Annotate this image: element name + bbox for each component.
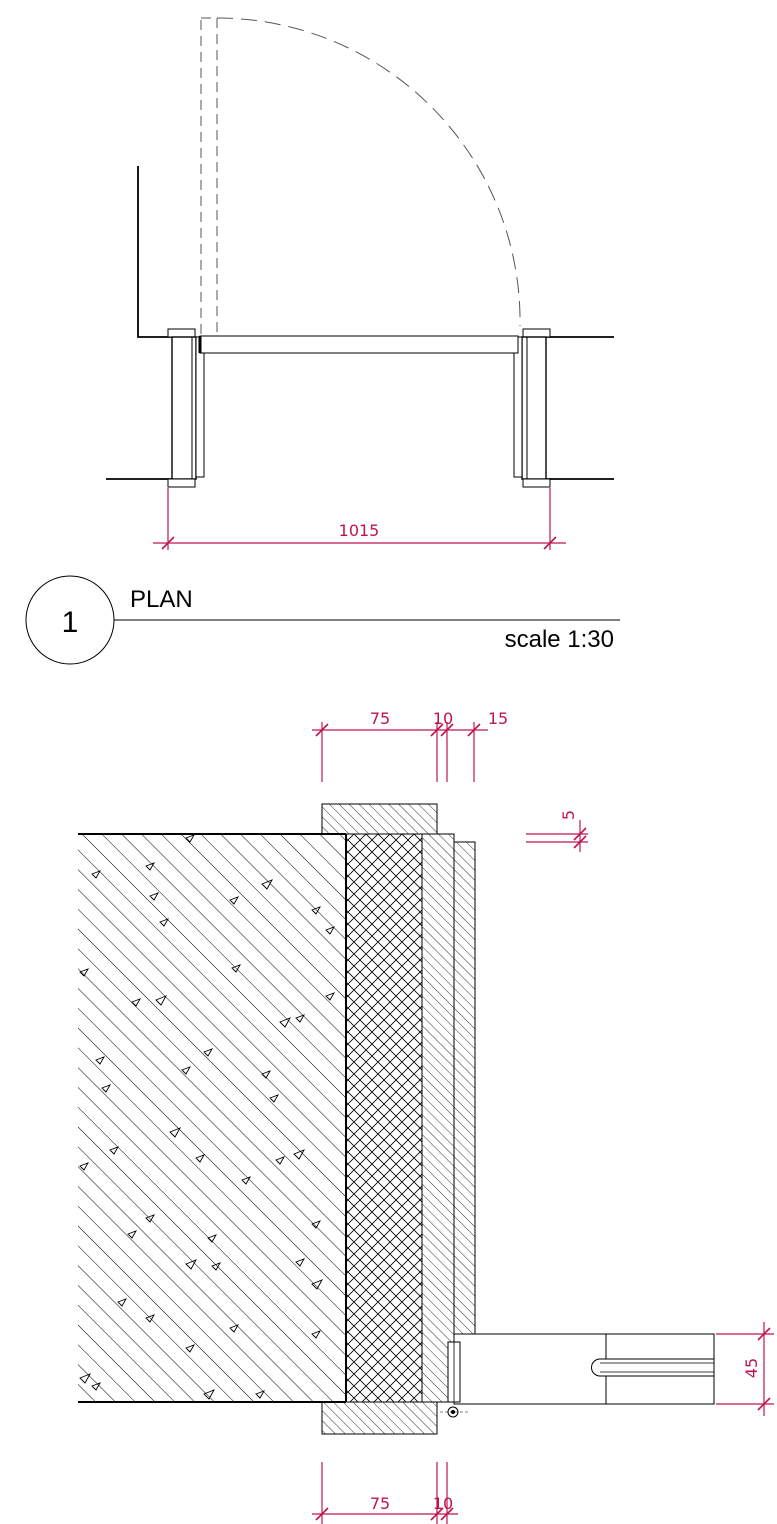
dimension-tick [440,723,454,737]
right-jamb-frame [521,336,547,480]
dimension-5-reveal: 5 [559,810,578,820]
drawing-title: PLAN [130,586,193,613]
left-jamb-cap-bottom [167,478,196,488]
dimension-tick [440,1507,454,1521]
bottom-cap-block [321,1401,438,1435]
leaf-dimension [716,1322,774,1416]
drawing-tag-number: 1 [62,606,79,639]
plan-width-dimension: 1015 [153,488,566,550]
left-jamb-stop [195,336,205,478]
dimension-15-top: 15 [488,709,508,728]
dimension-tick [430,1507,444,1521]
dimension-10-top: 10 [433,709,453,728]
dimension-tick [467,723,481,737]
plan-width-dimension-text: 1015 [339,521,380,540]
right-jamb-cap-top [522,328,551,338]
dimension-10-bottom: 10 [433,1494,453,1513]
door-leaf-open-dashed [200,17,218,337]
concrete-aggregate [79,834,336,1400]
dimension-tick [315,1507,329,1521]
bottom-dimensions [312,1462,458,1524]
insulation-layer [345,833,423,1403]
drawing-title-block: 1 PLAN scale 1:30 [25,575,620,665]
timber-frame-layer [421,833,455,1403]
right-jamb-cap-bottom [522,478,551,488]
dimension-tick [573,835,587,849]
door-swing-arc [216,17,521,327]
top-cap-block [321,803,438,835]
dimension-tick [543,536,557,550]
dimension-tick [573,827,587,841]
dimension-tick [315,723,329,737]
top-dimensions [312,722,488,782]
drawing-scale: scale 1:30 [505,626,614,653]
left-jamb-cap-top [167,328,196,338]
dimension-75-bottom: 75 [370,1494,390,1513]
dimension-45-leaf: 45 [742,1358,761,1378]
dimension-75-top: 75 [370,709,390,728]
reveal-dimension [526,820,588,852]
right-jamb-stop [513,336,523,478]
outer-frame-layer [453,841,476,1335]
section-detail: 75 10 15 5 45 [78,709,774,1524]
wall-left-upper [137,166,172,338]
dimension-tick [161,536,175,550]
dimension-tick [757,1397,771,1411]
door-leaf-closed [199,335,519,354]
dimension-tick [757,1327,771,1341]
door-glazing-slot [591,1358,715,1377]
concrete-wall-section [78,834,346,1402]
plan-view: 1015 [106,17,614,550]
dimension-tick [430,723,444,737]
